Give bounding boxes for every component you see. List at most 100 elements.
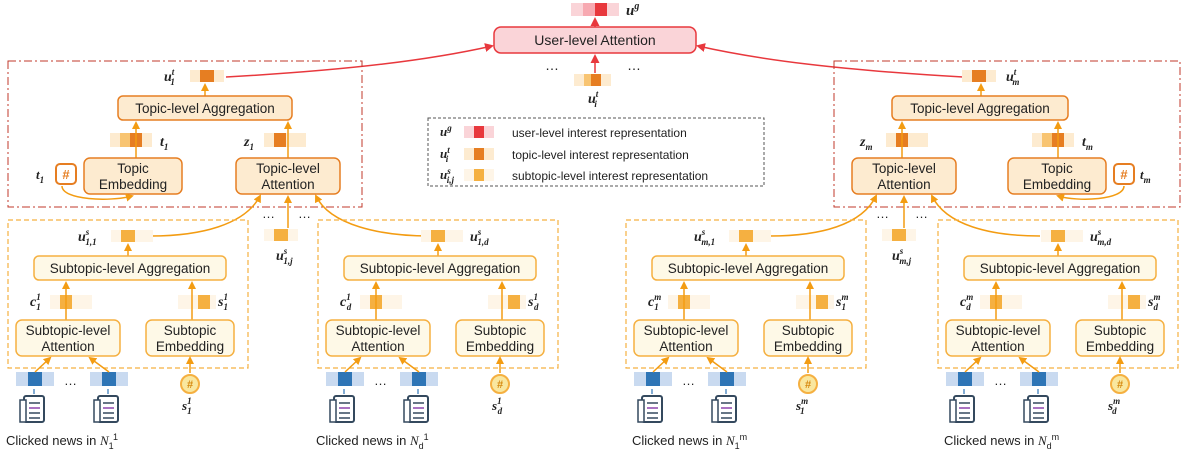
- news-embedding-vector: [708, 372, 746, 386]
- subtopic-hash-icon: [1110, 374, 1130, 394]
- topic-aggregation-box-right: [891, 95, 1069, 121]
- svg-text:Attention: Attention: [877, 177, 930, 192]
- subtopic-attention-vector-c: [50, 295, 92, 309]
- news-embedding-vector: [400, 372, 438, 386]
- subtopic-hash-icon: [798, 374, 818, 394]
- subtopic-aggregation-box: [651, 255, 845, 281]
- svg-text:ug: ug: [440, 123, 452, 139]
- clicked-news-caption: Clicked news in N11: [6, 432, 118, 451]
- subtopic-aggregation-box: [963, 255, 1157, 281]
- subtopic-vector-us: [729, 230, 771, 242]
- user-vector-ug: [571, 3, 619, 16]
- svg-text:Subtopic-level: Subtopic-level: [336, 323, 421, 338]
- svg-text:Attention: Attention: [261, 177, 314, 192]
- topic-vector-ui: [574, 74, 611, 86]
- topic-vector-u1t: [190, 70, 224, 82]
- svg-text:#: #: [805, 379, 811, 391]
- svg-text:#: #: [1120, 167, 1128, 182]
- clicked-news-caption: Clicked news in N1m: [632, 432, 747, 451]
- news-document-icon: [711, 395, 737, 423]
- user-level-attention-label: User-level Attention: [534, 32, 655, 48]
- legend-item-user: ug user-level interest representation: [440, 123, 687, 140]
- topic-embedding-vector-t1: [110, 133, 152, 147]
- svg-text:Subtopic-level Aggregation: Subtopic-level Aggregation: [360, 261, 521, 276]
- tm-label: tm: [1082, 135, 1093, 152]
- svg-text:Subtopic: Subtopic: [474, 323, 527, 338]
- svg-text:Embedding: Embedding: [774, 339, 842, 354]
- attention-vector-z1: [264, 133, 306, 147]
- topic-dots-left-a: …: [262, 206, 275, 221]
- news-document-icon: [949, 395, 975, 423]
- svg-text:Attention: Attention: [971, 339, 1024, 354]
- subtopic-aggregation-box: [33, 255, 227, 281]
- svg-text:Embedding: Embedding: [1086, 339, 1154, 354]
- attention-vector-zm: [886, 133, 928, 147]
- subtopic-attention-vector-c: [668, 295, 710, 309]
- news-embedding-vector: [1020, 372, 1058, 386]
- topic-vector-umt: [962, 70, 996, 82]
- subtopic-attention-box: [325, 319, 431, 357]
- svg-text:Subtopic: Subtopic: [164, 323, 217, 338]
- subtopic-embedding-vector-s: [796, 295, 834, 309]
- svg-text:#: #: [497, 379, 503, 391]
- news-embedding-vector: [326, 372, 364, 386]
- t1-label: t1: [160, 135, 168, 152]
- legend: ug user-level interest representation ut…: [427, 117, 765, 187]
- news-document-icon: [19, 395, 45, 423]
- news-dots: …: [994, 373, 1007, 388]
- dots-left: …: [545, 57, 559, 73]
- news-dots: …: [64, 373, 77, 388]
- svg-text:uti: uti: [440, 145, 450, 164]
- svg-text:Subtopic-level Aggregation: Subtopic-level Aggregation: [668, 261, 829, 276]
- topic-dots-right-a: …: [876, 206, 889, 221]
- svg-text:Topic-level: Topic-level: [256, 161, 320, 176]
- svg-text:#: #: [187, 379, 193, 391]
- subtopic-attention-vector-c: [980, 295, 1022, 309]
- news-dots: …: [682, 373, 695, 388]
- zm-label: zm: [859, 135, 872, 152]
- hash-icon: [55, 163, 77, 185]
- svg-text:Embedding: Embedding: [1023, 177, 1091, 192]
- news-embedding-vector: [946, 372, 984, 386]
- news-document-icon: [1023, 395, 1049, 423]
- user-level-attention-box: [493, 26, 697, 54]
- news-embedding-vector: [16, 372, 54, 386]
- topic-dots-left-b: …: [298, 206, 311, 221]
- subtopic-vector-us: [111, 230, 153, 242]
- svg-text:#: #: [1117, 379, 1123, 391]
- svg-text:Subtopic: Subtopic: [782, 323, 835, 338]
- topic-attention-box-left: [235, 157, 341, 195]
- topic-aggregation-label-left: Topic-level Aggregation: [135, 101, 275, 116]
- svg-text:Embedding: Embedding: [466, 339, 534, 354]
- svg-text:Subtopic: Subtopic: [1094, 323, 1147, 338]
- svg-text:Subtopic-level: Subtopic-level: [644, 323, 729, 338]
- svg-text:Subtopic-level Aggregation: Subtopic-level Aggregation: [980, 261, 1141, 276]
- subtopic-vector-umj: [882, 229, 916, 241]
- svg-text:subtopic-level interest repres: subtopic-level interest representation: [512, 169, 708, 183]
- news-document-icon: [637, 395, 663, 423]
- topic-attention-box-right: [851, 157, 957, 195]
- svg-text:topic-level interest represent: topic-level interest representation: [512, 148, 689, 162]
- svg-text:Embedding: Embedding: [156, 339, 224, 354]
- svg-text:Topic: Topic: [1041, 161, 1073, 176]
- subtopic-vector-us: [1041, 230, 1083, 242]
